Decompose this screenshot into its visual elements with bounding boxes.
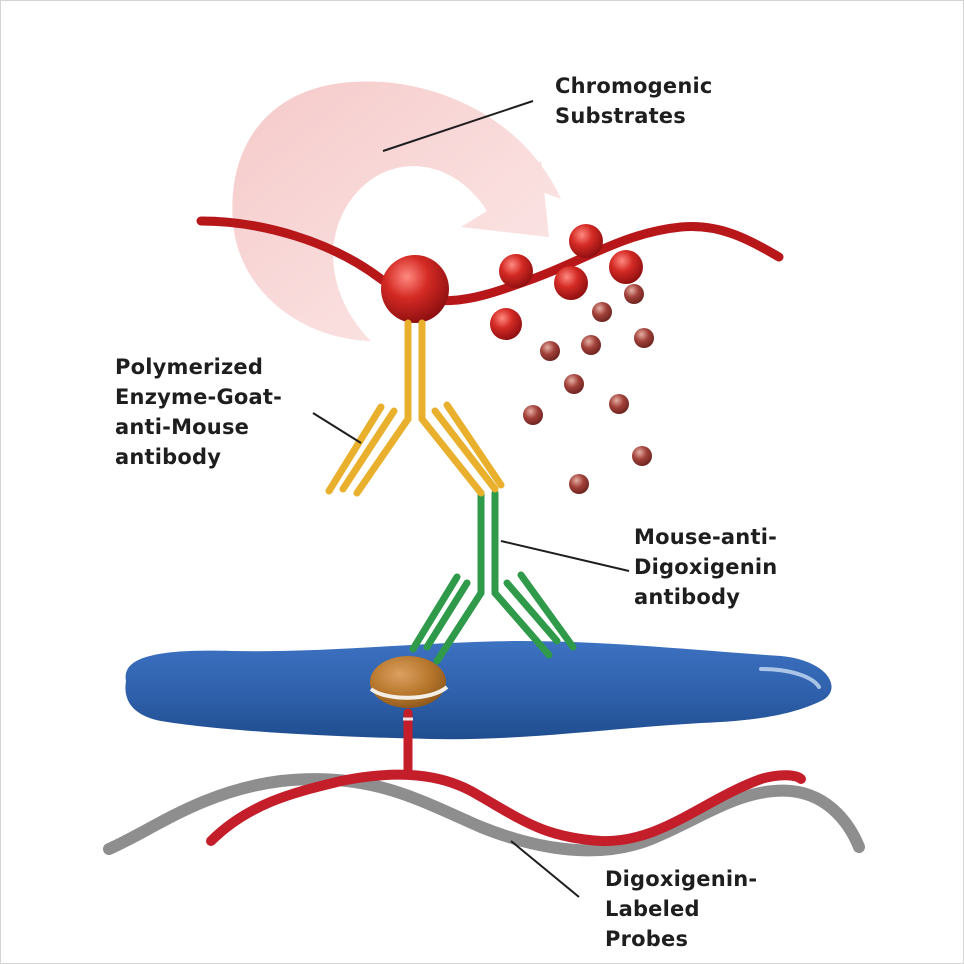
label-line: antibody [634, 585, 741, 609]
labeled-probe-strand [206, 769, 806, 847]
tissue-section [125, 641, 832, 740]
label-line: Enzyme-Goat- [115, 385, 283, 409]
label-line: antibody [115, 445, 222, 469]
label-line: Digoxigenin- [605, 867, 758, 891]
label-line: Mouse-anti- [634, 525, 778, 549]
goat-anti-mouse-antibody [325, 319, 505, 497]
digoxigenin-antigen [369, 656, 449, 708]
label-line: Polymerized [115, 355, 264, 379]
precipitate-dots [523, 284, 654, 494]
label-line: Probes [605, 927, 689, 951]
label-line: Substrates [555, 104, 686, 128]
label-line: anti-Mouse [115, 415, 250, 439]
label-line: Digoxigenin [634, 555, 778, 579]
label-mouse-anti-digoxigenin: Mouse-anti- Digoxigenin antibody [634, 522, 777, 612]
mouse-anti-digoxigenin-antibody [409, 489, 577, 665]
label-line: Chromogenic [555, 74, 713, 98]
enzyme-molecules [381, 224, 643, 340]
leader-polymerized [312, 412, 362, 444]
leader-mouse-anti [500, 540, 630, 572]
label-polymerized-antibody: Polymerized Enzyme-Goat- anti-Mouse anti… [115, 352, 282, 472]
leader-probes [510, 840, 580, 898]
label-line: Labeled [605, 897, 700, 921]
leader-chromogenic [382, 100, 534, 152]
target-dna-strand [103, 773, 865, 857]
substrate-arrow [232, 81, 561, 341]
label-digoxigenin-probes: Digoxigenin- Labeled Probes [605, 864, 757, 954]
label-chromogenic-substrates: Chromogenic Substrates [555, 71, 713, 131]
leader-lines [312, 100, 630, 898]
